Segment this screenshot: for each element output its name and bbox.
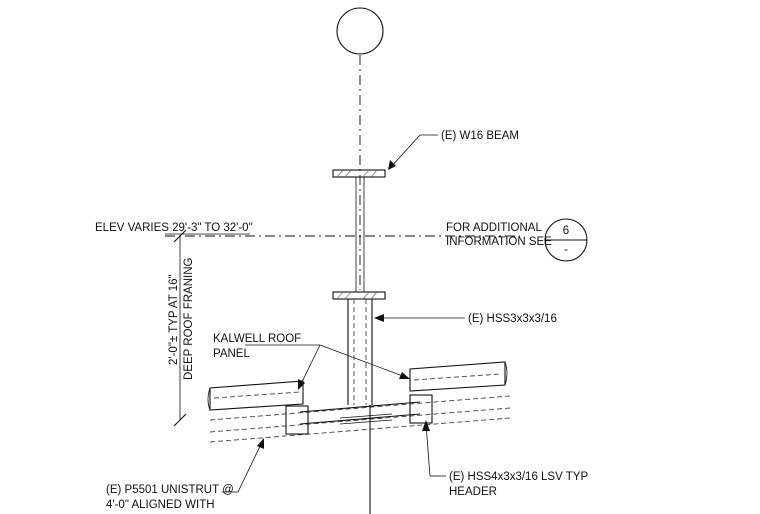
- hss-column-label: (E) HSS3x3x3/16: [468, 313, 557, 325]
- detail-number: 6: [563, 225, 569, 237]
- right-roof-panel: [409, 361, 508, 392]
- elevation-label: ELEV VARIES 29'-3" TO 32'-0": [95, 222, 253, 234]
- vertical-dimension: [173, 229, 187, 427]
- header-label-line2: HEADER: [449, 486, 497, 498]
- roof-panel-leaders: [245, 344, 410, 390]
- roof-panel-label-line1: KALWELL ROOF: [213, 333, 301, 345]
- dimension-label-line2: DEEP ROOF FRANING: [183, 257, 195, 380]
- roof-panel-label-line2: PANEL: [213, 348, 250, 360]
- additional-info-line1: FOR ADDITIONAL: [446, 222, 542, 234]
- hss-column: [347, 299, 373, 405]
- detail-sheet: -: [564, 244, 568, 256]
- header-label-line1: (E) HSS4x3x3/16 LSV TYP: [449, 471, 588, 483]
- left-roof-panel: [207, 380, 304, 411]
- detail-reference-bubble: 6 -: [544, 218, 588, 262]
- unistrut-label-line1: (E) P5501 UNISTRUT @: [106, 484, 234, 496]
- beam-label: (E) W16 BEAM: [441, 130, 519, 142]
- additional-info-line2: INFORMATION SEE: [446, 236, 552, 248]
- elevation-line: [165, 233, 520, 237]
- w16-beam-section: [332, 169, 386, 300]
- header-band: [209, 394, 511, 443]
- grid-bubble: [336, 7, 384, 55]
- unistrut-label-line2: 4'-0" ALIGNED WITH: [106, 499, 215, 511]
- header-leader: [422, 420, 446, 477]
- beam-leader: [388, 134, 438, 170]
- unistrut-leader: [222, 438, 264, 493]
- dimension-label-line1: 2'-0"± TYP AT 16": [168, 274, 180, 365]
- hss-leader: [374, 314, 465, 322]
